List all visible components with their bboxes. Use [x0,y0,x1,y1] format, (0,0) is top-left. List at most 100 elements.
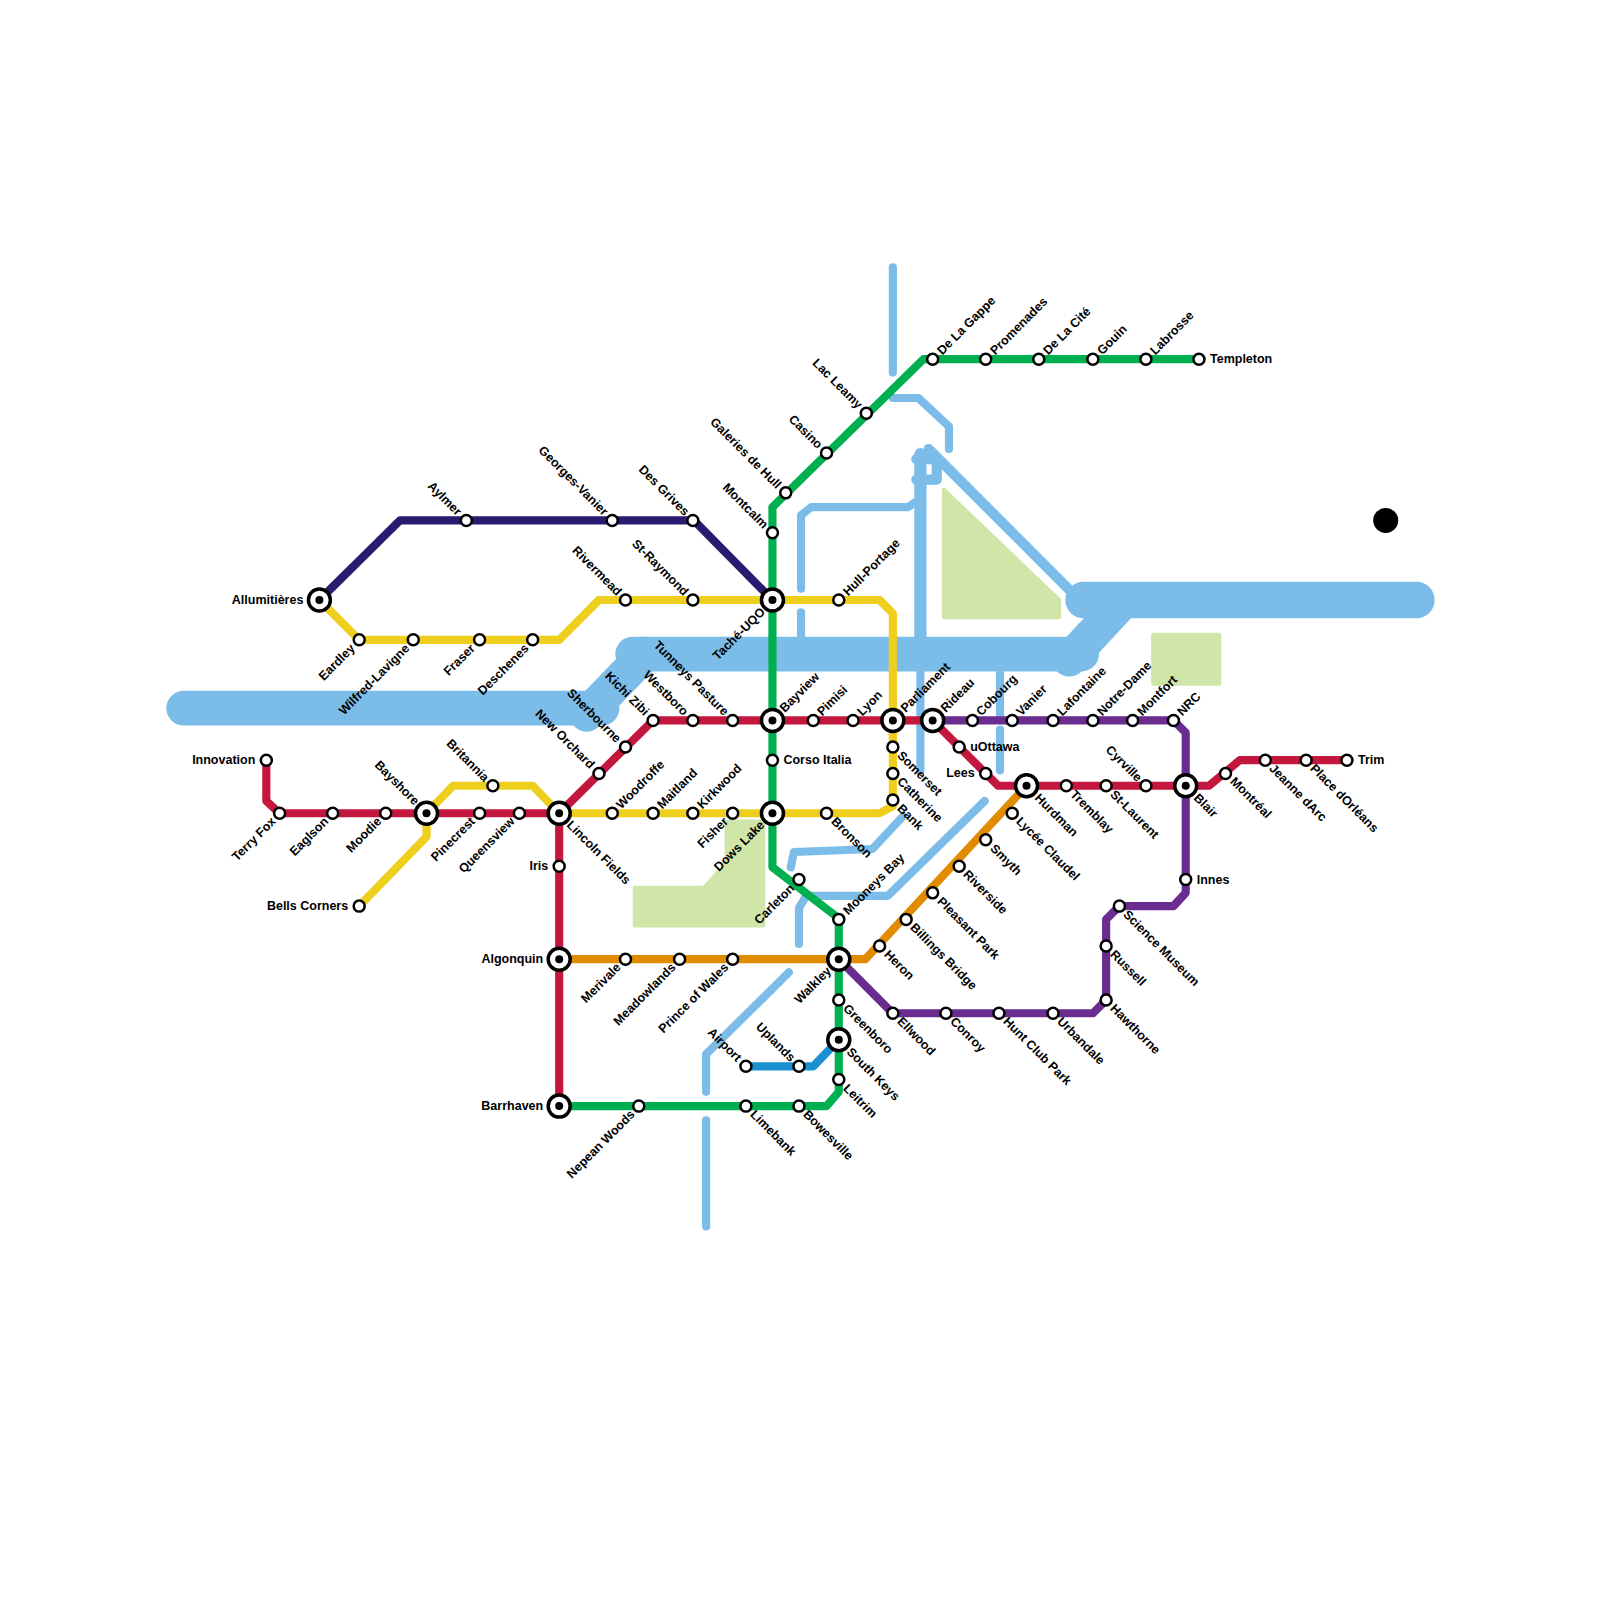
interchange-dot [555,1102,563,1110]
station-dot [261,755,272,766]
interchange-dot [768,809,776,817]
interchange-dot [1023,782,1031,790]
water-body [889,267,897,372]
station-label: Heron [875,941,917,983]
station-label: Montcalm [720,480,778,538]
station-dot [980,768,991,779]
station-label: St-Raymond [629,537,697,605]
station-label: Vanier [1007,683,1050,726]
interchange-dot [835,1036,843,1044]
station-dot [1193,354,1204,365]
station-label: Bells Corners [267,899,359,913]
water-body [633,637,1082,672]
park-area [944,490,1059,618]
station-dot [354,901,365,912]
station-label: Galeries de Hull [708,415,791,498]
station-label: Terry Fox [229,808,285,864]
interchange-dot [555,955,563,963]
station-label: Urbandale [1048,1008,1107,1067]
station-label: Conroy [941,1008,988,1055]
station-label: Hull-Portage [834,536,903,605]
station-label: Greenboro [834,995,895,1056]
station-label: Riverside [954,861,1010,917]
station-label: Blair [1181,781,1220,820]
station-label: Airport [705,1026,751,1072]
station-dot [1341,755,1352,766]
station-label: Nepean Woods [564,1101,644,1181]
station-label: Hawthorne [1101,995,1163,1057]
water-body [893,398,949,449]
station-label: Fraser [441,635,484,678]
station-label: Mooneys Bay [834,851,907,924]
interchange-dot [768,716,776,724]
transit-line [319,600,892,906]
station-label: Eardley [316,635,364,683]
interchange-dot [835,955,843,963]
station-label: Lac Leamy [809,356,871,418]
station-label: Russell [1101,941,1149,989]
station-label: Labrosse [1141,309,1197,365]
interchange-dot [555,809,563,817]
station-label: Montréal [1221,769,1274,822]
station-label: Bayshore [371,758,431,818]
water-body [797,612,805,638]
station-label: Limebank [741,1101,799,1159]
water-body [702,1120,710,1226]
station-label: Barrhaven [481,1099,559,1113]
interchange-dot [1182,782,1190,790]
station-label: Templeton [1199,352,1272,366]
interchange-dot [929,716,937,724]
station-label: Walkley [791,954,843,1006]
station-label: Algonquin [481,952,559,966]
water-body [1084,582,1417,619]
station-label: Innovation [192,753,266,767]
station-label: Eaglson [287,808,338,859]
interchange-ring [308,589,330,611]
station-label: Taché-UQO [710,595,778,663]
interchange-ring [548,948,570,970]
station-label: NRC [1169,690,1204,725]
transit-line [555,813,563,1106]
transit-line [319,520,772,600]
interchange-ring [548,1095,570,1117]
station-label: Allumitières [232,593,320,607]
station-label: Innes [1186,873,1230,887]
interchange-dot [315,596,323,604]
interchange-dot [423,809,431,817]
station-label: Kirkwood [688,762,745,819]
interchange-dot [768,596,776,604]
station-dot [767,755,778,766]
station-label: Britannia [443,736,498,791]
station-label: Moodie [343,808,390,855]
station-label: Des Grives [635,463,697,525]
water-body [916,459,936,479]
station-label: Uplands [753,1020,804,1071]
station-label: Lyon [848,688,885,725]
station-label: Pimisi [808,683,850,725]
station-label: De La Cité [1034,305,1093,364]
station-label: Lees [946,766,986,780]
station-label: Casino [786,412,832,458]
station-label: Parliament [888,660,953,725]
station-dot [954,741,965,752]
station-label: Smyth [981,835,1024,878]
station-dot [1180,874,1191,885]
park-area [1153,635,1219,684]
station-label: Rivermead [569,543,630,604]
station-label: Deschenes [475,635,538,698]
station-label: Lincoln Fields [554,808,633,887]
station-label: Georges-Vanier [536,444,618,526]
station-label: Merivale [579,954,631,1006]
station-label: Gouin [1088,322,1130,364]
station-label: Carleton [752,875,804,927]
station-label: uOttawa [959,740,1019,754]
station-label: Ellwood [888,1008,938,1058]
transit-line [559,359,1199,1106]
station-label: Bayview [767,670,822,725]
station-label: Iris [529,859,559,873]
station-label: Cyrville [1103,742,1151,790]
water-body [929,449,1082,602]
